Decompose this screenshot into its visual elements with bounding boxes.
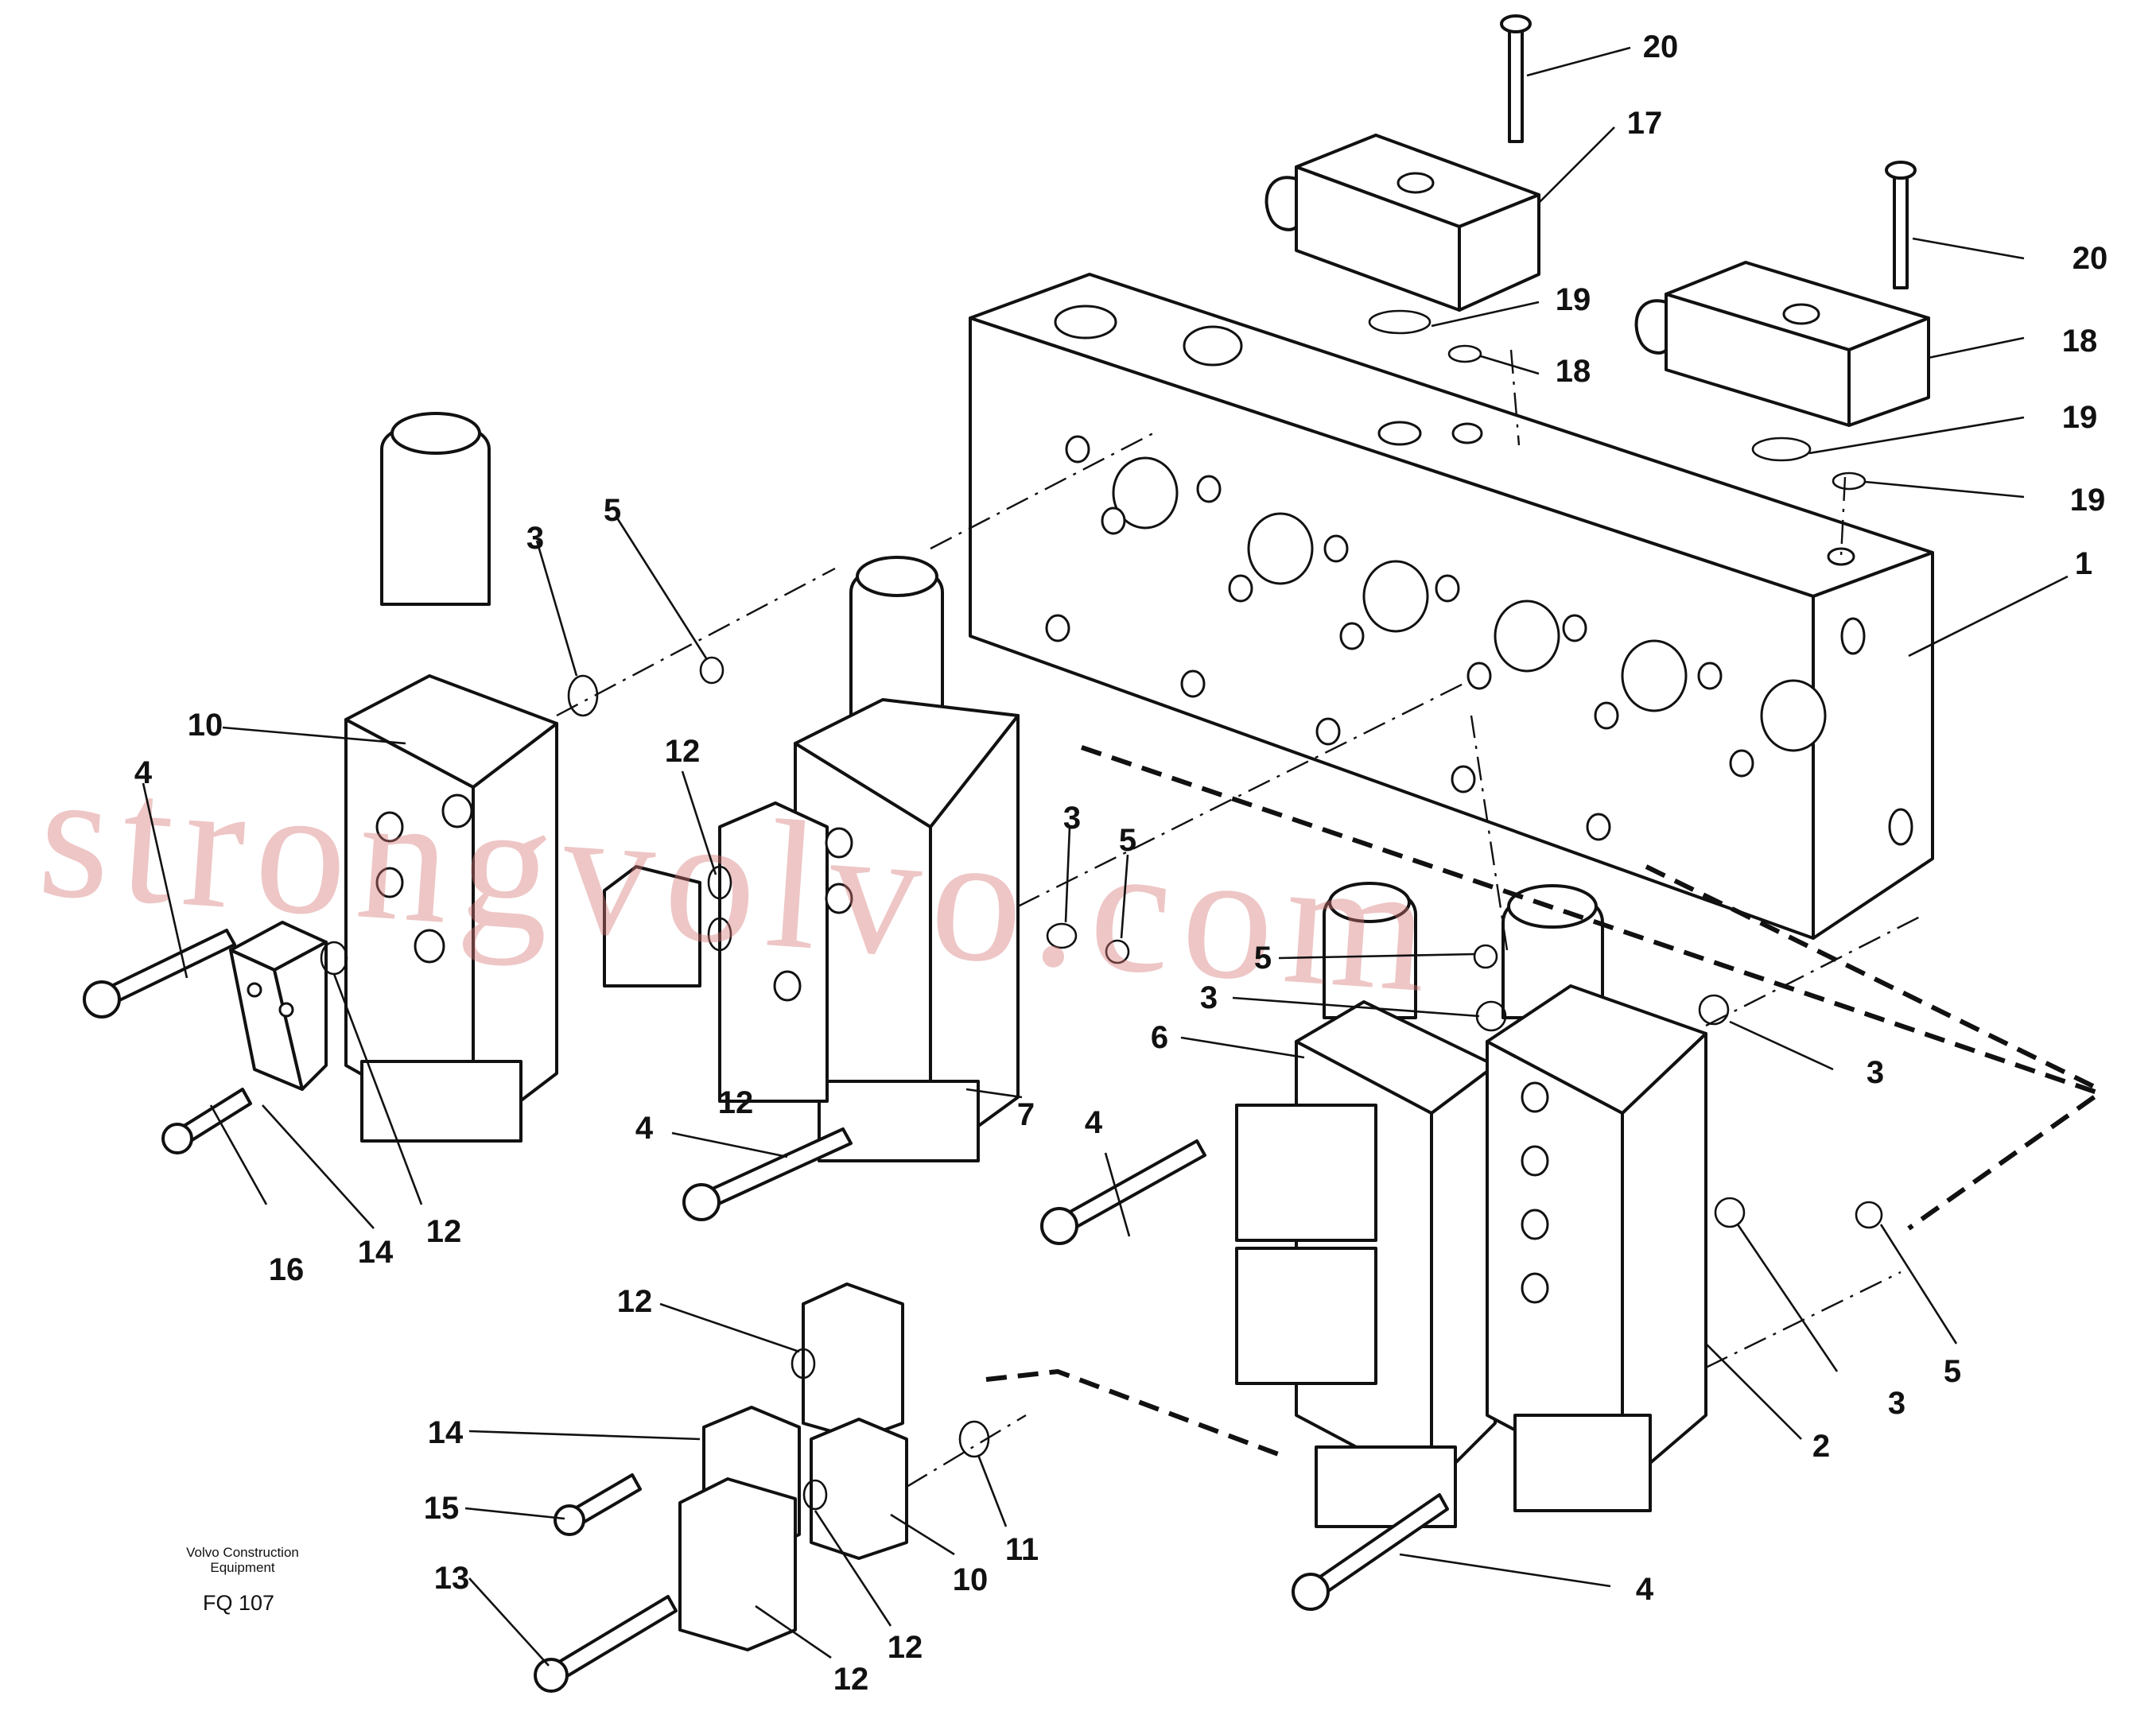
callout-3-left: 3 bbox=[526, 521, 544, 556]
loose-blocks bbox=[678, 1282, 908, 1651]
valve-section-right-2 bbox=[1486, 884, 1707, 1512]
callout-3-right-a: 3 bbox=[1200, 980, 1218, 1015]
callout-2: 2 bbox=[1812, 1429, 1830, 1464]
callout-6: 6 bbox=[1151, 1020, 1168, 1055]
brand-line-1: Volvo Construction bbox=[186, 1545, 299, 1560]
callout-4-bottom: 4 bbox=[1636, 1572, 1654, 1607]
callout-20-right: 20 bbox=[2072, 241, 2108, 276]
callout-9: 10 bbox=[953, 1562, 989, 1597]
callout-5-left: 5 bbox=[604, 493, 621, 528]
valve-section-right-6 bbox=[1235, 882, 1497, 1528]
callout-7: 7 bbox=[1017, 1097, 1035, 1132]
solenoid-block-right bbox=[1634, 161, 1930, 491]
callout-20-top: 20 bbox=[1643, 29, 1679, 64]
screws bbox=[83, 929, 1449, 1693]
valve-section-middle bbox=[603, 556, 1020, 1162]
callout-1: 1 bbox=[2075, 546, 2092, 581]
callout-3-middle: 3 bbox=[1063, 801, 1081, 836]
callout-17-top: 17 bbox=[1627, 106, 1663, 141]
assembly-lines bbox=[556, 349, 2105, 1488]
callout-5-right: 5 bbox=[1254, 941, 1272, 976]
callout-15: 15 bbox=[424, 1491, 460, 1526]
valve-section-left bbox=[344, 412, 558, 1143]
callout-13: 13 bbox=[434, 1561, 470, 1596]
callout-16: 16 bbox=[269, 1252, 305, 1287]
solenoid-block-upper bbox=[1264, 14, 1540, 363]
callout-4-right: 4 bbox=[1085, 1105, 1103, 1140]
callout-labels: 20 17 20 18 19 19 18 19 1 3 5 10 4 12 3 … bbox=[134, 29, 2107, 1697]
callout-4-middle: 4 bbox=[635, 1111, 654, 1146]
callout-19-top: 19 bbox=[1556, 282, 1591, 317]
valve-housing-main-block bbox=[969, 273, 1934, 940]
callout-8: 10 bbox=[188, 708, 223, 743]
callout-19-right: 19 bbox=[2062, 400, 2098, 435]
callout-3-far-right: 3 bbox=[1867, 1055, 1884, 1090]
callout-12-lower: 12 bbox=[617, 1284, 653, 1319]
callout-11: 12 bbox=[833, 1662, 869, 1697]
drawing-code: FQ 107 bbox=[203, 1591, 274, 1615]
callout-14-lower: 14 bbox=[428, 1415, 464, 1450]
callout-4-left: 4 bbox=[134, 755, 153, 790]
callout-5-bottom: 5 bbox=[1944, 1354, 1961, 1389]
callout-14-left: 14 bbox=[358, 1235, 394, 1270]
brand-line-2: Equipment bbox=[210, 1560, 275, 1575]
drawing-info: Volvo Construction Equipment FQ 107 bbox=[186, 1545, 299, 1615]
callout-17-right: 18 bbox=[2062, 324, 2098, 359]
cover-plate-left bbox=[229, 921, 328, 1091]
callout-5-middle: 5 bbox=[1119, 823, 1136, 858]
callout-3-bottom: 3 bbox=[1888, 1386, 1905, 1421]
callout-18-top: 18 bbox=[1556, 354, 1591, 389]
callout-12-middle: 12 bbox=[718, 1085, 754, 1120]
callout-10: 11 bbox=[1005, 1532, 1039, 1567]
callout-18-right: 19 bbox=[2070, 483, 2106, 518]
leader-lines bbox=[142, 46, 2069, 1666]
callout-12-left: 12 bbox=[426, 1214, 462, 1249]
callout-12-upper: 12 bbox=[665, 734, 701, 769]
seal-rings bbox=[320, 656, 1883, 1511]
callout-12-bottom: 12 bbox=[888, 1630, 923, 1665]
